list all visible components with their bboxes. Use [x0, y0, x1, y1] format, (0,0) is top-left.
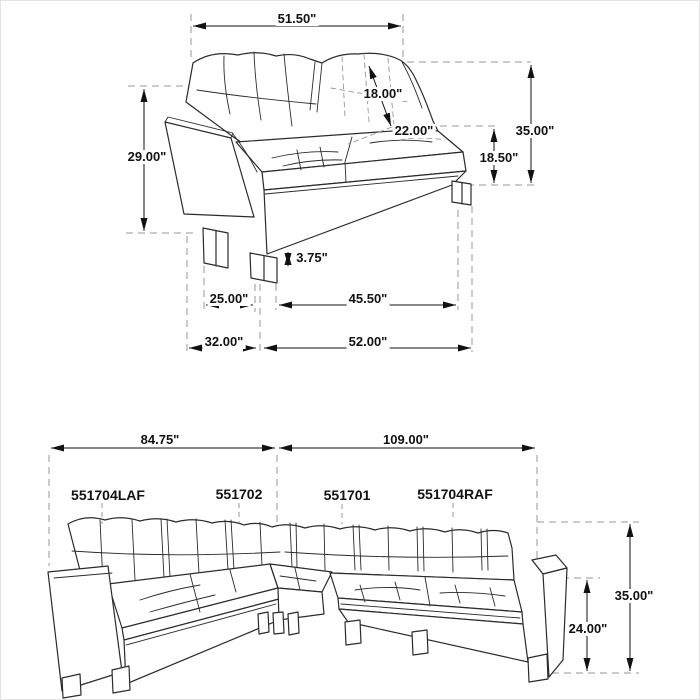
part-label-corner: 551702	[213, 486, 265, 502]
loveseat-arm-inner-edge	[232, 133, 258, 173]
sectional-corner-seams	[279, 567, 317, 591]
part-label-laf: 551704LAF	[69, 487, 147, 503]
part-label-raf: 551704RAF	[415, 486, 495, 502]
loveseat-seat-hidden-seams	[347, 126, 446, 145]
sectional-left-seat-seams	[125, 569, 277, 646]
top-extension-lines	[126, 14, 538, 352]
sectional-line-art	[47, 517, 568, 699]
loveseat-legs	[202, 180, 472, 284]
dim-arm-height: 29.00"	[125, 149, 169, 164]
dim-right-section-width: 109.00"	[381, 432, 431, 447]
sectional-corner-front	[277, 587, 325, 621]
dim-seat-span: 45.50"	[346, 291, 390, 306]
part-label-armless: 551701	[321, 487, 373, 503]
loveseat-arm-top-edge	[164, 116, 234, 139]
dim-seat-depth: 22.00"	[392, 123, 436, 138]
sectional-right-arm-face	[542, 567, 568, 678]
dim-sectional-arm-height: 24.00"	[566, 621, 610, 636]
loveseat-back-tuft-seams	[196, 51, 423, 127]
dim-sectional-overall-height: 35.00"	[612, 588, 656, 603]
loveseat-seat-top	[235, 128, 464, 173]
dim-left-section-width: 84.75"	[138, 432, 182, 447]
dim-overall-height: 35.00"	[513, 123, 557, 138]
part-leader-lines	[101, 503, 454, 524]
dim-leg-height: 3.75"	[294, 250, 330, 265]
loveseat-arm	[164, 121, 255, 218]
loveseat-seat-seams	[264, 136, 459, 195]
sectional-right-seat-seams	[340, 576, 521, 619]
sectional-right-arm-inner-edge	[531, 559, 544, 575]
sectional-left-arm	[47, 565, 123, 692]
dim-front-left-span: 25.00"	[207, 291, 251, 306]
dim-seat-height: 18.50"	[477, 150, 521, 165]
dim-arm-span: 32.00"	[202, 334, 246, 349]
sectional-legs	[61, 611, 549, 699]
dim-base-span: 52.00"	[346, 334, 390, 349]
loveseat-line-art	[164, 51, 472, 284]
sectional-left-arm-top-edge	[53, 572, 113, 579]
bottom-extension-lines	[48, 455, 639, 674]
dim-back-width: 51.50"	[275, 11, 319, 26]
dim-back-cushion-length: 18.00"	[361, 86, 405, 101]
sectional-back-tuft-seams	[71, 518, 509, 585]
